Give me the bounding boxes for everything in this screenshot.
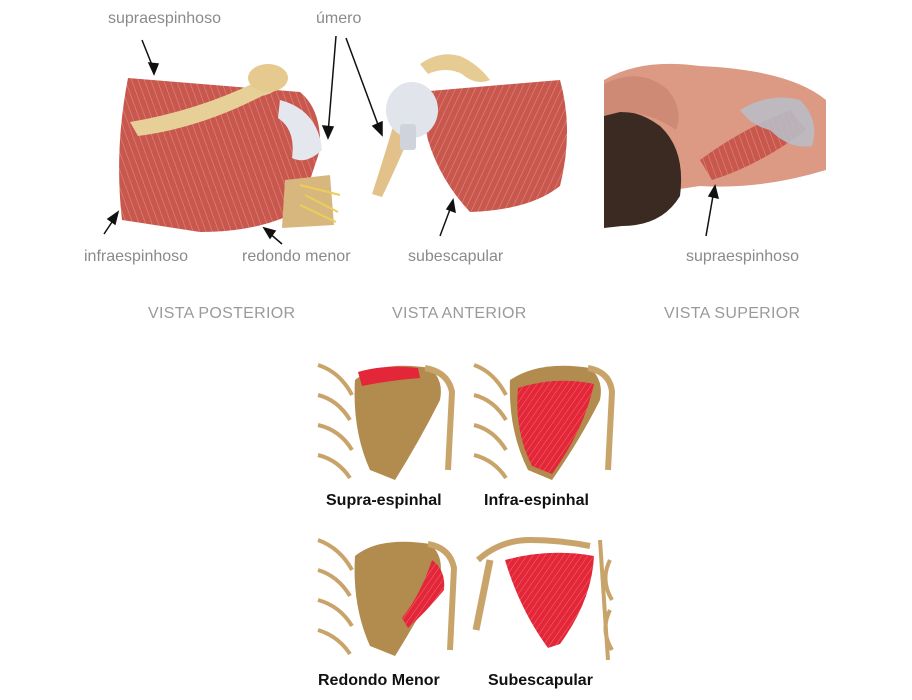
label-supraespinhoso-posterior: supraespinhoso [108,10,221,27]
anterior-view-illustration [372,54,567,212]
superior-view-illustration [604,63,826,228]
scapular-spine [130,74,285,136]
humeral-head [386,82,438,138]
caption-redondo-menor: Redondo Menor [318,672,440,689]
panel-redondo-menor [314,526,462,664]
rotator-tendon [278,100,322,161]
infraspinatus-highlight [517,380,594,474]
teres-minor-highlight [402,560,445,628]
panel-subescapular [470,526,618,664]
scapula-bone [354,365,441,480]
view-title-posterior: VISTA POSTERIOR [148,305,296,322]
panel-supra-espinhal [314,350,462,488]
label-supraespinhoso-superior: supraespinhoso [686,248,799,265]
pointer-arrows [103,35,720,245]
label-infraespinhoso: infraespinhoso [84,248,189,265]
posterior-view-illustration [119,64,341,232]
caption-subescapular: Subescapular [488,672,593,689]
supraspinatus-highlight [358,366,420,386]
view-title-anterior: VISTA ANTERIOR [392,305,527,322]
nerves [299,184,341,223]
subscapularis-highlight [505,552,594,648]
panel-infra-espinhal [470,350,618,488]
caption-supra-espinhal: Supra-espinhal [326,492,442,509]
subscapularis-muscle [418,80,567,212]
caption-infra-espinhal: Infra-espinhal [484,492,589,509]
humerus-bone [282,175,334,228]
tendon-stub [400,124,416,150]
acromion [248,64,288,92]
clavicle-anterior [420,54,490,82]
label-subescapular: subescapular [408,248,504,265]
head-hair [604,111,682,228]
label-umero: úmero [316,10,362,27]
bones-superior [740,97,815,147]
face [604,76,679,130]
label-redondo-menor: redondo menor [242,248,351,265]
view-title-superior: VISTA SUPERIOR [664,305,801,322]
